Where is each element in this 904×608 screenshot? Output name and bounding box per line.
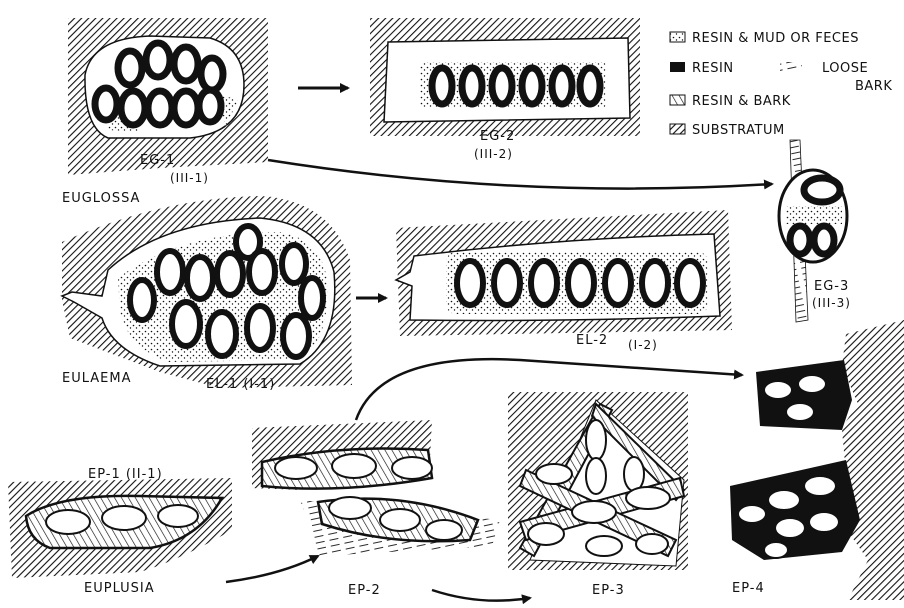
- eg2-sub-label: (III-2): [474, 147, 513, 161]
- arrow-eg1-to-eg3: [268, 160, 772, 189]
- legend-swatch-resin-bark: [670, 95, 685, 105]
- legend-swatch-loose-bark: [780, 62, 802, 72]
- nest-eg2: EG-2 (III-2): [370, 18, 640, 161]
- ep1-label: EP-1 (II-1): [88, 467, 163, 482]
- nest-ep3: EP-3: [508, 392, 688, 598]
- arrow-ep2-to-ep3: [432, 590, 530, 601]
- nest-ep1: EP-1 (II-1) EUPLUSIA: [8, 467, 232, 596]
- legend-swatch-resin: [670, 62, 685, 72]
- legend-substratum-label: SUBSTRATUM: [692, 123, 785, 138]
- el1-label: EL-1 (I-1): [206, 377, 275, 392]
- eg3-label: EG-3: [814, 279, 849, 294]
- eg3-sub-label: (III-3): [812, 296, 851, 310]
- nest-ep2: EP-2: [252, 420, 500, 598]
- legend-swatch-substratum: [670, 124, 685, 134]
- legend-resin-bark-label: RESIN & BARK: [692, 94, 791, 109]
- legend-resin-mud-label: RESIN & MUD OR FECES: [692, 31, 859, 46]
- euplusia-label: EUPLUSIA: [84, 581, 155, 596]
- legend-loose-bark-label-1: LOOSE: [822, 61, 868, 76]
- nest-eg1: EG-1 (III-1) EUGLOSSA: [62, 18, 268, 206]
- legend-resin-label: RESIN: [692, 61, 734, 76]
- nest-el1: EULAEMA EL-1 (I-1): [62, 196, 352, 392]
- ep3-label: EP-3: [592, 583, 625, 598]
- ep4-label: EP-4: [732, 581, 765, 596]
- eg2-label: EG-2: [480, 129, 515, 144]
- nest-el2: EL-2 (I-2): [396, 210, 732, 352]
- nest-ep4: EP-4: [730, 320, 904, 600]
- eulaema-label: EULAEMA: [62, 371, 132, 386]
- legend-swatch-resin-mud: [670, 32, 685, 42]
- eg1-sub-label: (III-1): [170, 171, 209, 185]
- eg1-label: EG-1: [140, 153, 175, 168]
- el2-label: EL-2: [576, 333, 608, 348]
- ep2-label: EP-2: [348, 583, 381, 598]
- euglossa-label: EUGLOSSA: [62, 191, 140, 206]
- arrow-ep1-to-ep2: [226, 556, 318, 582]
- legend: RESIN & MUD OR FECES RESIN LOOSE BARK RE…: [670, 31, 892, 138]
- el2-sub-label: (I-2): [628, 338, 658, 352]
- nest-eg3: EG-3 (III-3): [779, 140, 851, 322]
- legend-loose-bark-label-2: BARK: [855, 79, 892, 94]
